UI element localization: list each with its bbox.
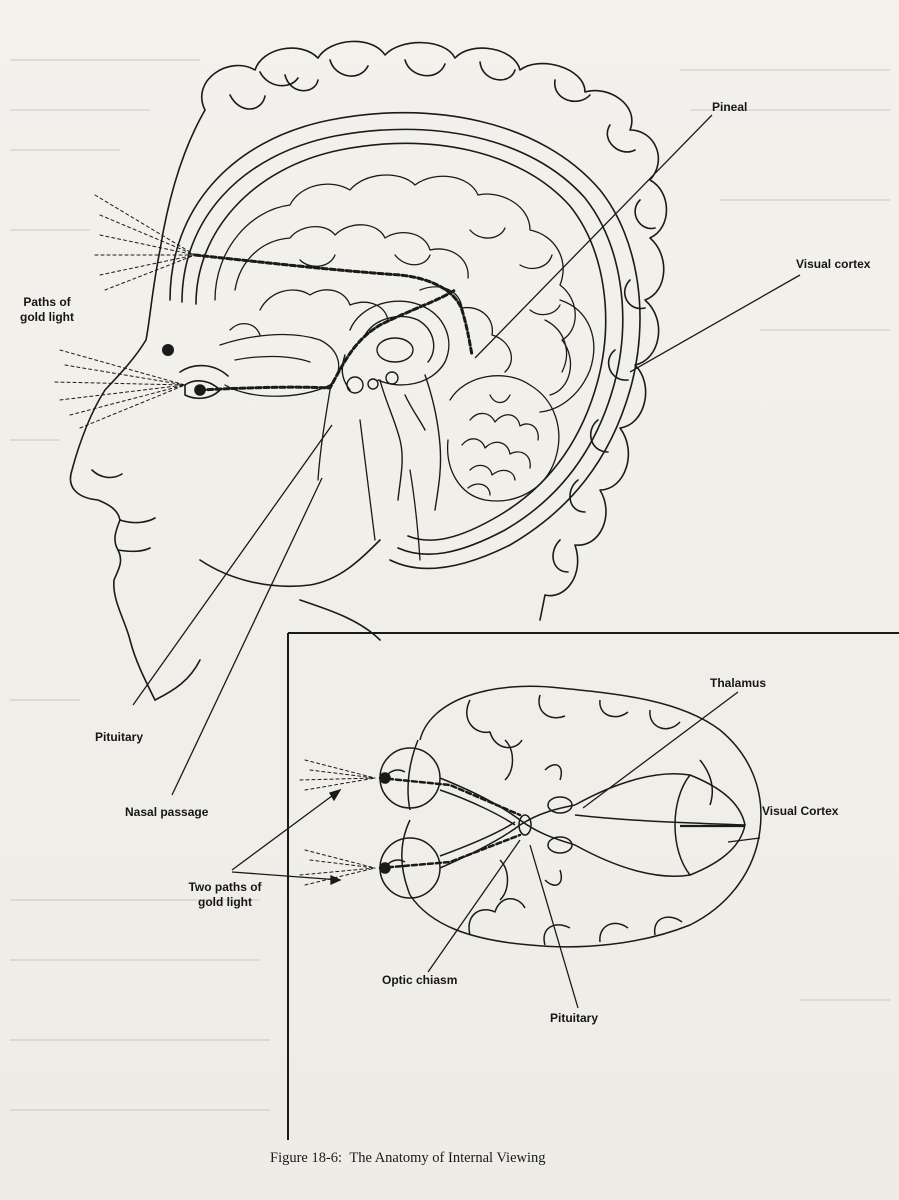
label-two-paths-of-gold-light: Two paths of gold light <box>188 880 262 909</box>
label-pituitary-bottom: Pituitary <box>550 1011 599 1025</box>
bleed-through-text <box>10 59 890 1111</box>
brain-gyri <box>214 174 595 413</box>
thalamus-pointer <box>582 691 739 809</box>
label-pineal: Pineal <box>712 100 748 114</box>
label-pituitary-top: Pituitary <box>95 730 144 744</box>
caption-title: The Anatomy of Internal Viewing <box>349 1150 546 1166</box>
label-paths-of-gold-light: Paths of gold light <box>20 295 74 324</box>
visual-cortex-pointer <box>629 274 801 373</box>
label-visual-cortex-top: Visual cortex <box>796 257 871 271</box>
face-profile <box>69 109 206 701</box>
label-nasal-passage: Nasal passage <box>125 805 209 819</box>
optic-chiasm-pointer <box>427 839 521 973</box>
nasal-passage-pointer <box>171 477 323 796</box>
pituitary-pointer-bottom <box>529 844 579 1009</box>
gold-light-paths-bottom <box>299 759 522 886</box>
visual-cortex-pointer-bottom <box>727 837 761 843</box>
pituitary-gland <box>341 354 399 394</box>
pointer-lines-top <box>132 114 801 796</box>
gold-light-paths-head <box>54 194 474 429</box>
figure-caption: Figure 18-6: The Anatomy of Internal Vie… <box>270 1150 650 1167</box>
cerebellum <box>446 375 560 502</box>
caption-number: Figure 18-6: <box>270 1150 343 1166</box>
midbrain <box>349 300 450 511</box>
lips <box>117 517 156 553</box>
skull-inner <box>181 128 624 556</box>
two-paths-pointer-upper <box>231 789 341 871</box>
pituitary-pointer-top <box>132 424 333 706</box>
two-paths-pointer-lower <box>231 871 341 881</box>
brain-top-view <box>379 685 762 948</box>
jawline <box>199 539 381 588</box>
nostril <box>91 469 123 479</box>
pointer-lines-bottom <box>231 691 761 1009</box>
label-thalamus: Thalamus <box>710 676 767 690</box>
skull-outer <box>169 111 641 570</box>
head-illustration <box>69 40 668 701</box>
label-visual-cortex-bottom: Visual Cortex <box>762 804 839 818</box>
hair-outline <box>201 40 668 621</box>
label-optic-chiasm: Optic chiasm <box>382 973 458 987</box>
inset-frame <box>287 632 899 1140</box>
pineal-pointer <box>474 114 713 359</box>
